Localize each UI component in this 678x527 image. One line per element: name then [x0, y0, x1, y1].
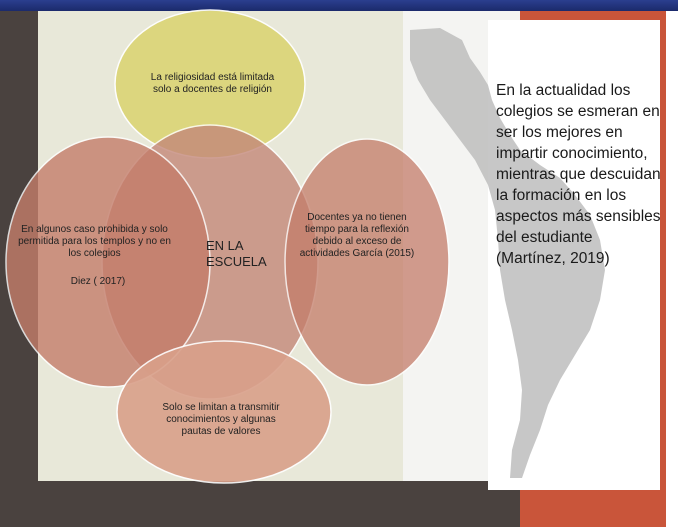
bottom-circle — [116, 340, 332, 484]
side-paragraph: En la actualidad los colegios se esmeran… — [496, 82, 661, 267]
bottom-circle-text: Solo se limitan a transmitir conocimient… — [162, 402, 280, 437]
left-circle-citation: Diez ( 2017) — [70, 276, 126, 287]
left-circle-text: En algunos caso prohibida y solo permiti… — [18, 224, 171, 259]
latin-america-map-icon — [410, 28, 605, 478]
right-circle-text: Docentes ya no tienen tiempo para la ref… — [299, 212, 415, 259]
center-label: EN LA ESCUELA — [206, 238, 267, 269]
top-header-bar — [0, 0, 678, 11]
right-circle — [284, 138, 450, 386]
left-circle — [5, 136, 211, 388]
top-circle-text: La religiosidad está limitada solo a doc… — [150, 72, 275, 95]
